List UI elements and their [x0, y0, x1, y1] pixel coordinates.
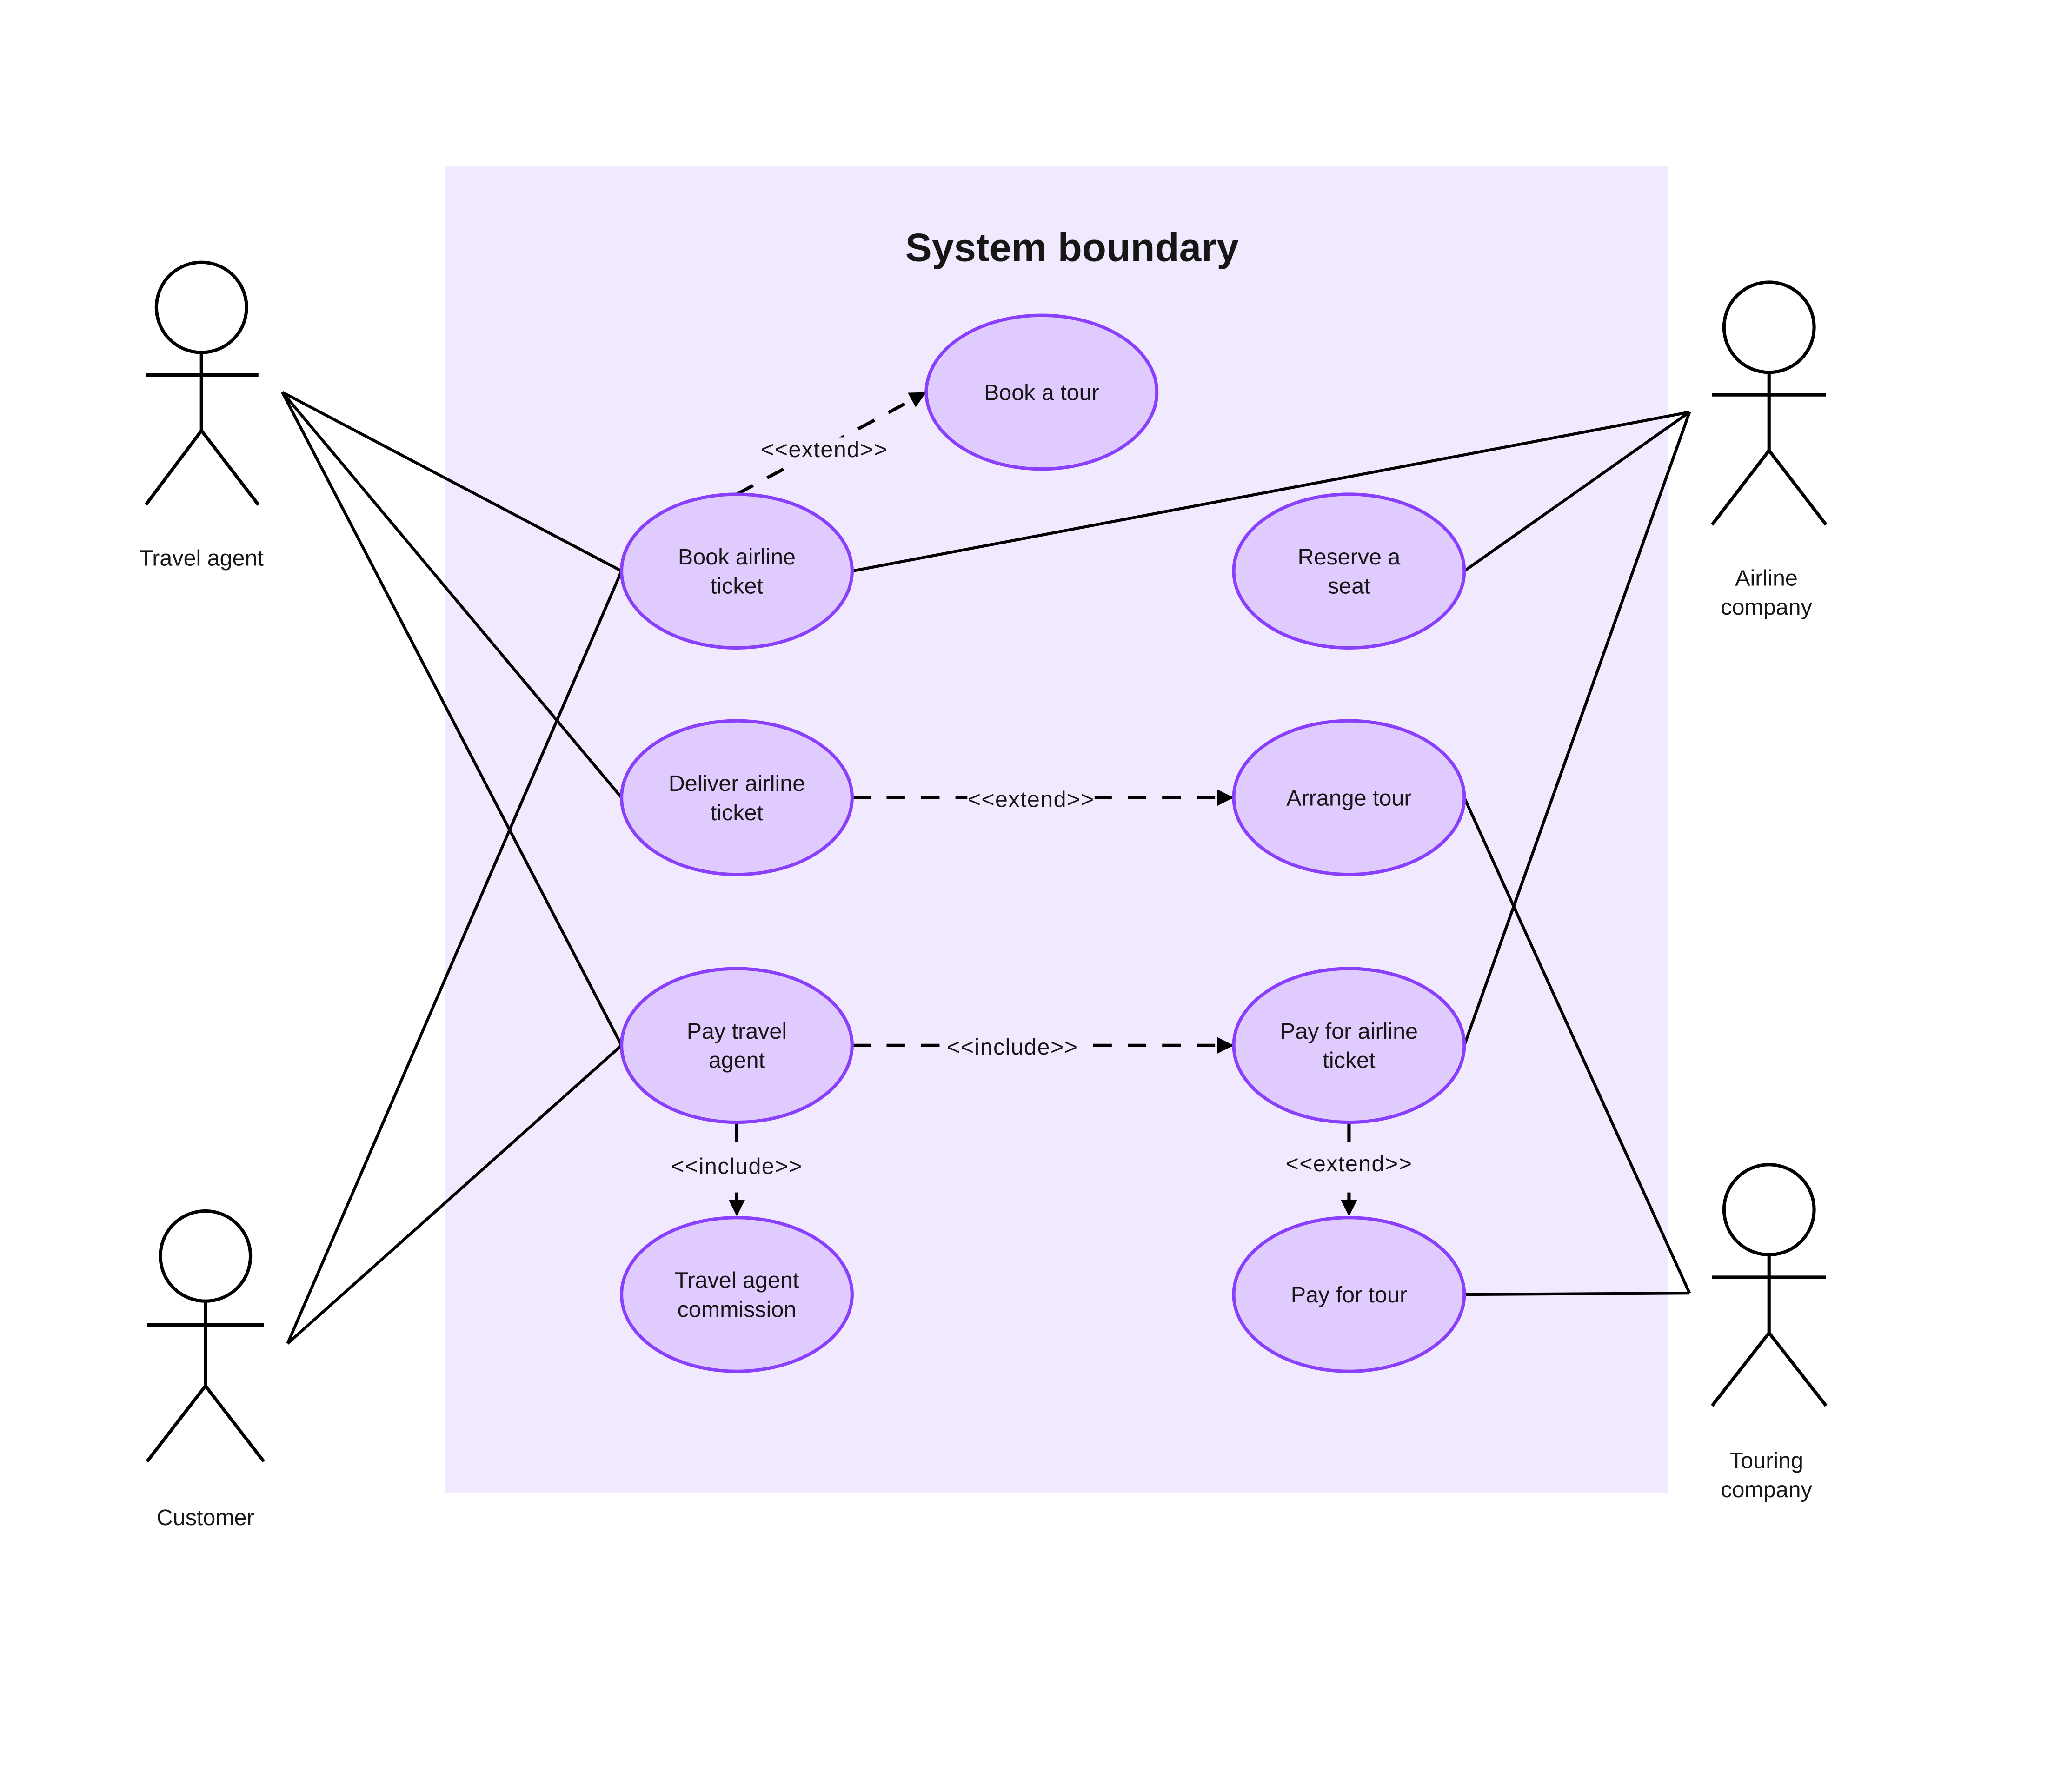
actor-head-icon — [1722, 280, 1816, 374]
use-case-label: ticket — [1323, 1048, 1376, 1073]
actor-label: Airline — [1735, 565, 1798, 591]
actor-label: company — [1721, 1477, 1812, 1502]
label-background — [667, 1154, 806, 1182]
use-case-label: commission — [678, 1297, 797, 1322]
use-case-book-airline[interactable]: Book airline ticket — [619, 492, 854, 650]
actor-head-icon — [154, 260, 248, 354]
actor-head-icon — [1722, 1163, 1816, 1257]
actor-legs — [146, 1383, 265, 1463]
use-case-label: ticket — [711, 800, 764, 825]
actor-label: Travel agent — [140, 546, 264, 571]
association-line — [1462, 797, 1691, 1294]
use-case-reserve-seat[interactable]: Reserve a seat — [1232, 492, 1466, 650]
label-background — [1285, 1151, 1413, 1180]
label-background — [967, 787, 1095, 815]
association-line — [1464, 1292, 1690, 1296]
use-case-label: Pay for airline — [1280, 1019, 1418, 1044]
actor-legs — [1710, 1330, 1828, 1407]
use-case-ellipse[interactable] — [619, 1216, 854, 1373]
relation-label: <<extend>> — [968, 787, 1095, 812]
use-case-ellipse[interactable] — [619, 719, 854, 876]
use-case-pay-agent[interactable]: Pay travel agent — [619, 967, 854, 1124]
use-case-ellipse[interactable] — [619, 967, 854, 1124]
actor-travel-agent[interactable]: Travel agent — [140, 260, 264, 571]
use-case-ellipse[interactable] — [1232, 967, 1466, 1124]
actor-legs — [144, 428, 260, 506]
use-case-label: seat — [1328, 574, 1370, 599]
actor-touring[interactable]: Touring company — [1710, 1163, 1828, 1502]
use-case-ellipse[interactable] — [619, 492, 854, 650]
use-case-pay-tour[interactable]: Pay for tour — [1232, 1216, 1466, 1373]
use-case-ellipse[interactable] — [1232, 719, 1466, 876]
use-case-ellipse[interactable] — [924, 313, 1159, 471]
label-background — [760, 437, 888, 465]
use-case-label: Reserve a — [1298, 544, 1401, 570]
association-line — [281, 392, 623, 1046]
actor-customer[interactable]: Customer — [146, 1209, 265, 1530]
actor-label: Customer — [157, 1505, 254, 1530]
relation-label: <<include>> — [671, 1154, 802, 1179]
use-case-deliver-ticket[interactable]: Deliver airline ticket — [619, 719, 854, 876]
actor-head-icon — [159, 1209, 253, 1303]
use-case-ellipse[interactable] — [1232, 1216, 1466, 1373]
use-case-book-tour[interactable]: Book a tour — [924, 313, 1159, 471]
use-case-commission[interactable]: Travel agent commission — [619, 1216, 854, 1373]
label-background — [943, 1035, 1082, 1063]
use-case-arrange-tour[interactable]: Arrange tour — [1232, 719, 1466, 876]
system-boundary-title: System boundary — [905, 226, 1239, 270]
association-line — [281, 391, 623, 572]
use-case-label: Pay for tour — [1291, 1282, 1407, 1307]
use-case-label: Book a tour — [984, 380, 1099, 405]
association-line — [281, 391, 623, 799]
actor-legs — [1710, 447, 1828, 526]
association-line — [286, 1044, 623, 1345]
actor-label: company — [1721, 595, 1812, 620]
use-case-label: ticket — [711, 574, 764, 599]
association-line — [1463, 411, 1691, 572]
relation-label: <<include>> — [947, 1035, 1078, 1060]
use-case-label: Travel agent — [675, 1268, 799, 1293]
use-case-pay-airline[interactable]: Pay for airline ticket — [1232, 967, 1466, 1124]
use-case-label: Pay travel — [687, 1019, 787, 1044]
association-line — [286, 570, 623, 1344]
use-case-label: Arrange tour — [1286, 786, 1411, 811]
actor-airline[interactable]: Airline company — [1710, 280, 1828, 620]
use-case-label: Book airline — [678, 544, 796, 570]
actor-label: Touring — [1729, 1448, 1803, 1473]
use-case-label: agent — [709, 1048, 765, 1073]
relation-label: <<extend>> — [761, 437, 888, 462]
relation-label: <<extend>> — [1286, 1151, 1413, 1176]
association-line — [851, 411, 1690, 573]
use-case-label: Deliver airline — [669, 771, 805, 796]
use-case-ellipse[interactable] — [1232, 492, 1466, 650]
association-line — [1462, 411, 1691, 1046]
